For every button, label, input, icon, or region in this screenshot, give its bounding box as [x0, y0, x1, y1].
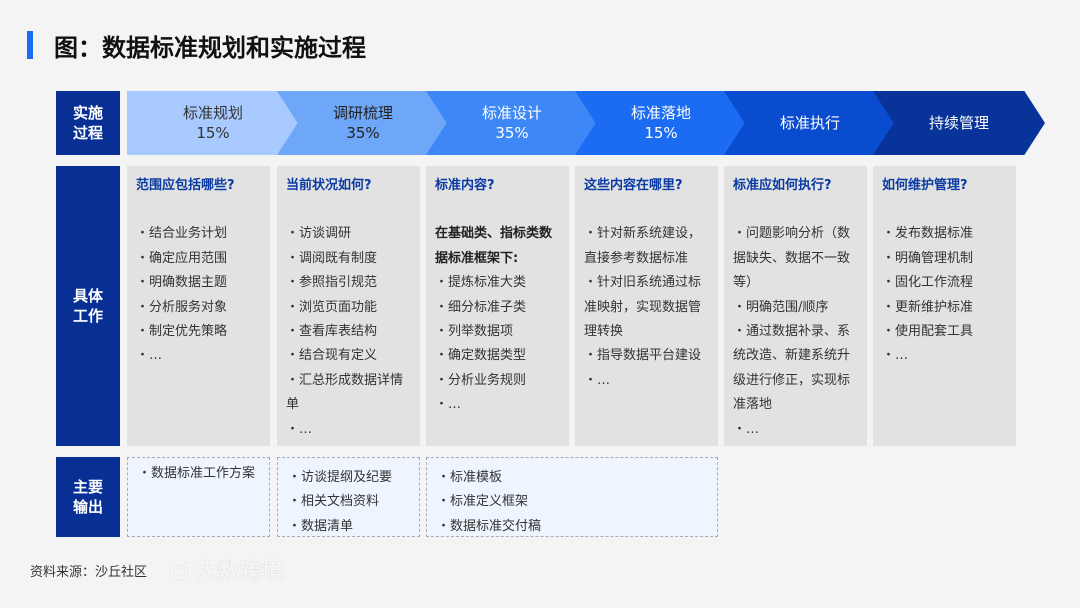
work-item: ・访谈调研: [286, 226, 352, 242]
work-heading: 标准应如何执行?: [733, 178, 832, 193]
work-item: ・通过数据补录、系统改造、新建系统升级进行修正，实现标准落地: [733, 324, 851, 413]
work-item: ・明确数据主题: [136, 275, 228, 291]
work-lead: 在基础类、指标类数据标准框架下:: [435, 226, 553, 266]
work-item: ・指导数据平台建设: [584, 348, 702, 364]
work-heading: 如何维护管理?: [882, 178, 968, 193]
stage-percent: 35%: [495, 124, 529, 142]
work-cell: 如何维护管理? ・发布数据标准・明确管理机制・固化工作流程・更新维护标准・使用配套…: [873, 166, 1016, 446]
work-item: ・明确管理机制: [882, 250, 974, 266]
work-item: ・针对新系统建设，直接参考数据标准: [584, 226, 702, 266]
work-item: ・针对旧系统通过标准映射，实现数据管理转换: [584, 275, 702, 340]
work-item: ・细分标准子类: [435, 299, 527, 315]
output-cell: ・访谈提纲及纪要・相关文档资料・数据清单: [277, 457, 420, 537]
stage-arrow: 持续管理: [873, 91, 1045, 155]
stage-name: 标准落地: [630, 104, 691, 122]
output-item: ・数据标准工作方案: [138, 466, 256, 481]
work-cell: 标准应如何执行? ・问题影响分析（数据缺失、数据不一致等） ・明确范围/顺序・通过数…: [724, 166, 867, 446]
work-item: ・确定数据类型: [435, 348, 527, 364]
watermark-icon: ᗢ: [170, 560, 196, 585]
work-item: ・查看库表结构: [286, 324, 378, 340]
page-title: 图：数据标准规划和实施过程: [54, 34, 366, 62]
work-item: ・使用配套工具: [882, 324, 974, 340]
work-item: ・浏览页面功能: [286, 299, 378, 315]
output-item: ・数据清单: [288, 518, 354, 534]
work-cell: 范围应包括哪些? ・结合业务计划・确定应用范围・明确数据主题・分析服务对象・制定优…: [127, 166, 270, 446]
row-label-output: 主要输出: [56, 457, 120, 537]
work-item: ・…: [435, 397, 462, 413]
work-heading: 标准内容?: [435, 178, 495, 193]
stage-arrow: 标准设计 35%: [426, 91, 598, 155]
output-cell: ・数据标准工作方案: [127, 457, 270, 537]
work-item: ・更新维护标准: [882, 299, 974, 315]
row-label-text: 主要输出: [72, 478, 103, 516]
source-note: 资料来源：沙丘社区: [30, 565, 148, 580]
work-cell: 这些内容在哪里? ・针对新系统建设，直接参考数据标准・针对旧系统通过标准映射，实现…: [575, 166, 718, 446]
watermark-logo: ᗢ 大数跨境: [170, 560, 284, 586]
stage-name: 标准执行: [779, 114, 840, 132]
work-item: ・明确范围/顺序: [733, 299, 829, 315]
output-item: ・访谈提纲及纪要: [288, 470, 393, 485]
stage-name: 持续管理: [928, 114, 989, 132]
work-item: ・固化工作流程: [882, 275, 974, 291]
stage-name: 标准规划: [182, 104, 243, 122]
work-item: ・…: [882, 348, 909, 364]
stage-arrow: 标准落地 15%: [575, 91, 747, 155]
output-item: ・标准定义框架: [437, 494, 529, 510]
work-item: ・…: [136, 348, 163, 364]
stage-percent: 15%: [196, 124, 230, 142]
stage-percent: 15%: [644, 124, 678, 142]
output-item: ・相关文档资料: [288, 494, 380, 510]
work-item: ・问题影响分析（数据缺失、数据不一致等）: [733, 226, 851, 291]
stage-arrow: 标准执行: [724, 91, 896, 155]
work-item: ・发布数据标准: [882, 226, 974, 242]
work-item: ・确定应用范围: [136, 250, 228, 266]
work-heading: 当前状况如何?: [286, 178, 372, 193]
stage-arrow: 调研梳理 35%: [277, 91, 449, 155]
output-cell: ・标准模板・标准定义框架・数据标准交付稿: [426, 457, 718, 537]
stage-arrow: 标准规划 15%: [127, 91, 299, 155]
output-item: ・标准模板: [437, 470, 503, 485]
title-accent-bar: [27, 31, 33, 59]
work-item: ・分析业务规则: [435, 372, 527, 388]
work-item: ・列举数据项: [435, 324, 514, 340]
work-cell: 当前状况如何? ・访谈调研・调阅既有制度・参照指引规范・浏览页面功能・查看库表结构…: [277, 166, 420, 446]
work-item: ・结合业务计划: [136, 226, 228, 242]
work-item: ・汇总形成数据详情单: [286, 372, 404, 413]
work-item: ・…: [286, 421, 313, 437]
row-label-text: 具体工作: [72, 287, 103, 325]
work-heading: 这些内容在哪里?: [584, 178, 683, 193]
work-heading: 范围应包括哪些?: [136, 178, 235, 193]
stage-percent: 35%: [346, 124, 380, 142]
work-item: ・…: [584, 372, 611, 388]
stage-name: 标准设计: [481, 104, 542, 122]
work-item: ・…: [733, 421, 760, 437]
row-label-process: 实施过程: [56, 91, 120, 155]
work-item: ・分析服务对象: [136, 299, 228, 315]
stage-name: 调研梳理: [332, 104, 393, 122]
work-item: ・制定优先策略: [136, 324, 228, 340]
work-item: ・参照指引规范: [286, 275, 378, 291]
work-item: ・结合现有定义: [286, 348, 378, 364]
work-cell: 标准内容? 在基础类、指标类数据标准框架下: ・提炼标准大类・细分标准子类・列举数据…: [426, 166, 569, 446]
work-item: ・调阅既有制度: [286, 250, 378, 266]
row-label-text: 实施过程: [72, 104, 103, 142]
output-item: ・数据标准交付稿: [437, 518, 542, 534]
work-item: ・提炼标准大类: [435, 275, 527, 291]
row-label-work: 具体工作: [56, 166, 120, 446]
watermark-text: 大数跨境: [195, 560, 284, 585]
